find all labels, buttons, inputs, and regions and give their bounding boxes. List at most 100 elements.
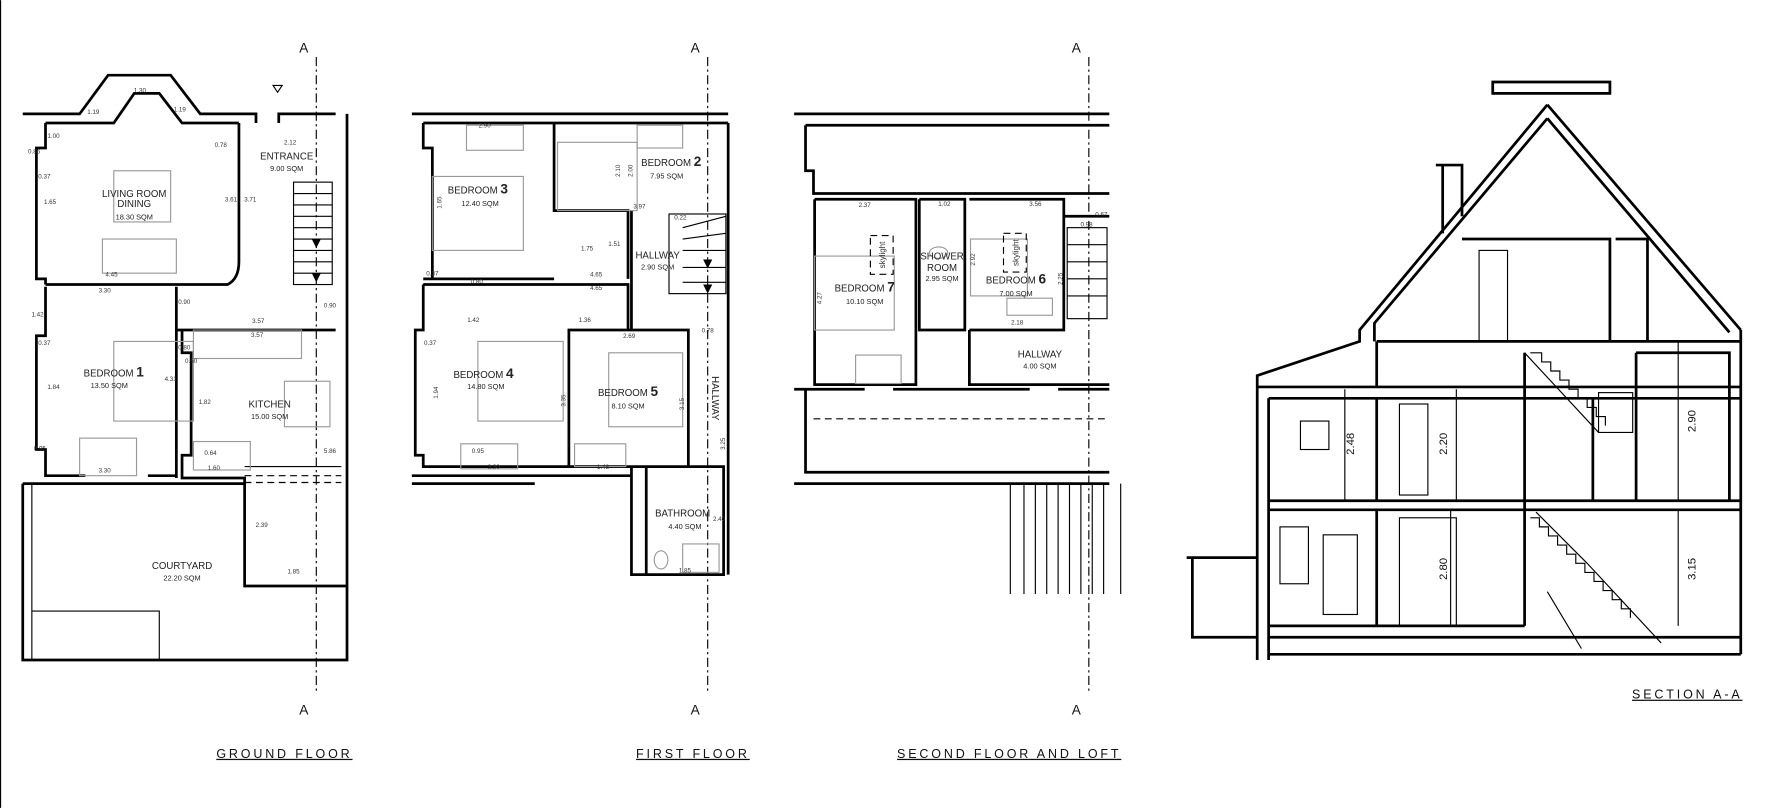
svg-text:0.95: 0.95 <box>472 448 485 455</box>
svg-text:0.37: 0.37 <box>426 270 439 277</box>
svg-text:0.37: 0.37 <box>38 174 51 181</box>
svg-text:1.75: 1.75 <box>581 245 594 252</box>
room-label-living: LIVING ROOM <box>102 189 166 200</box>
svg-text:4.65: 4.65 <box>590 272 603 279</box>
svg-text:0.67: 0.67 <box>1095 211 1108 218</box>
room-area-shower: 2.95 SQM <box>925 274 958 283</box>
title-first-floor: FIRST FLOOR <box>636 747 750 761</box>
svg-text:1.02: 1.02 <box>938 201 951 208</box>
title-ground-floor: GROUND FLOOR <box>216 747 352 761</box>
svg-text:2.90: 2.90 <box>479 123 492 130</box>
svg-text:1.36: 1.36 <box>579 317 592 324</box>
svg-text:4.65: 4.65 <box>590 285 603 292</box>
svg-text:5.86: 5.86 <box>324 448 337 455</box>
room-label-bedroom-5: BEDROOM 5 <box>598 384 659 399</box>
svg-text:1.82: 1.82 <box>199 399 212 406</box>
second-floor-plan: A A skylight skylight BEDROOM 7 10.10 SQ… <box>794 40 1122 761</box>
svg-text:2.00: 2.00 <box>628 164 635 177</box>
section-marker-top: A <box>299 40 309 55</box>
section-a-a: 2.48 2.20 2.90 2.80 3.15 SECTION A-A <box>1186 80 1743 702</box>
section-stairs <box>1524 352 1662 649</box>
skylight-label: skylight <box>1011 239 1020 266</box>
external-stairs <box>1009 483 1122 595</box>
svg-text:3.97: 3.97 <box>633 203 646 210</box>
svg-text:1.65: 1.65 <box>436 196 443 209</box>
room-area-bathroom: 4.40 SQM <box>668 522 701 531</box>
svg-text:1.00: 1.00 <box>47 133 60 140</box>
room-label-bedroom-2: BEDROOM 2 <box>641 154 702 169</box>
room-area-bedroom-6: 7.00 SQM <box>999 289 1032 298</box>
svg-text:1.94: 1.94 <box>433 386 440 399</box>
svg-text:0.90: 0.90 <box>178 299 191 306</box>
room-label-bedroom-4: BEDROOM 4 <box>453 366 514 381</box>
svg-text:1.30: 1.30 <box>134 87 147 94</box>
height-dimension-lines <box>1344 341 1679 626</box>
section-openings <box>1279 249 1634 627</box>
room-area-entrance: 9.00 SQM <box>270 164 303 173</box>
height-dim: 3.15 <box>1686 558 1698 580</box>
svg-text:1.85: 1.85 <box>679 567 692 574</box>
svg-text:0.80: 0.80 <box>471 278 484 285</box>
section-marker-top: A <box>1072 40 1082 55</box>
section-marker-bottom: A <box>1072 703 1082 718</box>
svg-text:0.98: 0.98 <box>1080 222 1093 229</box>
svg-text:0.22: 0.22 <box>674 215 687 222</box>
entry-arrow-icon <box>271 84 284 94</box>
svg-text:1.60: 1.60 <box>208 465 221 472</box>
svg-text:2.12: 2.12 <box>284 140 297 147</box>
skylight-bedroom-7: skylight <box>869 235 894 275</box>
svg-text:0.37: 0.37 <box>38 340 51 347</box>
height-dim: 2.80 <box>1438 558 1450 580</box>
room-label-hallway-vertical: HALLWAY <box>709 376 720 421</box>
svg-text:2.25: 2.25 <box>1058 272 1065 285</box>
courtyard-lines <box>31 466 342 660</box>
svg-text:1.42: 1.42 <box>31 311 44 318</box>
dimension-labels: 2.37 1.02 3.56 0.67 0.98 4.27 2.92 2.25 … <box>816 201 1107 326</box>
svg-text:0.80: 0.80 <box>178 344 191 351</box>
svg-text:1.51: 1.51 <box>608 241 621 248</box>
svg-text:0.95: 0.95 <box>34 446 47 453</box>
title-second-floor-and-loft: SECOND FLOOR AND LOFT <box>897 747 1121 761</box>
dimension-labels: 1.30 1.19 1.19 1.00 0.78 2.12 0.86 0.37 … <box>28 87 337 575</box>
section-marker-bottom: A <box>691 703 701 718</box>
staircase <box>668 213 727 295</box>
svg-text:1.48: 1.48 <box>597 464 610 471</box>
dimension-labels: 2.90 2.10 2.00 1.65 0.37 0.80 4.65 1.75 … <box>424 123 727 575</box>
ground-floor-plan: A A LIVING ROOM DINING 18.30 SQM ENTRANC… <box>21 40 352 761</box>
svg-text:1.85: 1.85 <box>287 569 300 576</box>
room-label-shower-room: ROOM <box>927 263 957 274</box>
svg-text:2.39: 2.39 <box>256 522 269 529</box>
room-label-hallway: HALLWAY <box>635 250 680 261</box>
svg-text:3.57: 3.57 <box>252 318 265 325</box>
svg-text:0.78: 0.78 <box>215 142 228 149</box>
svg-text:1.84: 1.84 <box>47 384 60 391</box>
exterior-walls <box>411 112 730 577</box>
svg-text:2.10: 2.10 <box>615 164 622 177</box>
room-label-kitchen: KITCHEN <box>248 399 290 410</box>
skylight-bedroom-6: skylight <box>1002 232 1027 273</box>
height-dim: 2.20 <box>1438 433 1450 455</box>
height-dim: 2.90 <box>1686 410 1698 432</box>
svg-text:3.61: 3.61 <box>225 196 238 203</box>
room-area-bedroom-3: 12.40 SQM <box>461 199 498 208</box>
svg-text:0.37: 0.37 <box>424 340 437 347</box>
staircase <box>292 181 333 286</box>
room-area-bedroom-4: 14.80 SQM <box>467 382 504 391</box>
room-area-living: 18.30 SQM <box>116 213 153 222</box>
svg-text:3.25: 3.25 <box>720 437 727 450</box>
room-area-hallway: 2.90 SQM <box>641 263 674 272</box>
room-label-courtyard: COURTYARD <box>152 561 212 572</box>
svg-text:0.50: 0.50 <box>185 358 198 365</box>
svg-text:3.30: 3.30 <box>99 288 112 295</box>
svg-text:4.27: 4.27 <box>816 292 823 305</box>
exterior-walls <box>794 112 1110 486</box>
svg-text:3.30: 3.30 <box>99 467 112 474</box>
room-area-kitchen: 15.00 SQM <box>251 412 288 421</box>
room-label-bedroom-1: BEDROOM 1 <box>84 365 145 380</box>
room-label-bedroom-3: BEDROOM 3 <box>448 182 509 197</box>
room-label-dining: DINING <box>117 199 151 210</box>
svg-text:3.71: 3.71 <box>244 196 257 203</box>
furniture <box>431 124 720 573</box>
skylight-label: skylight <box>878 241 887 268</box>
